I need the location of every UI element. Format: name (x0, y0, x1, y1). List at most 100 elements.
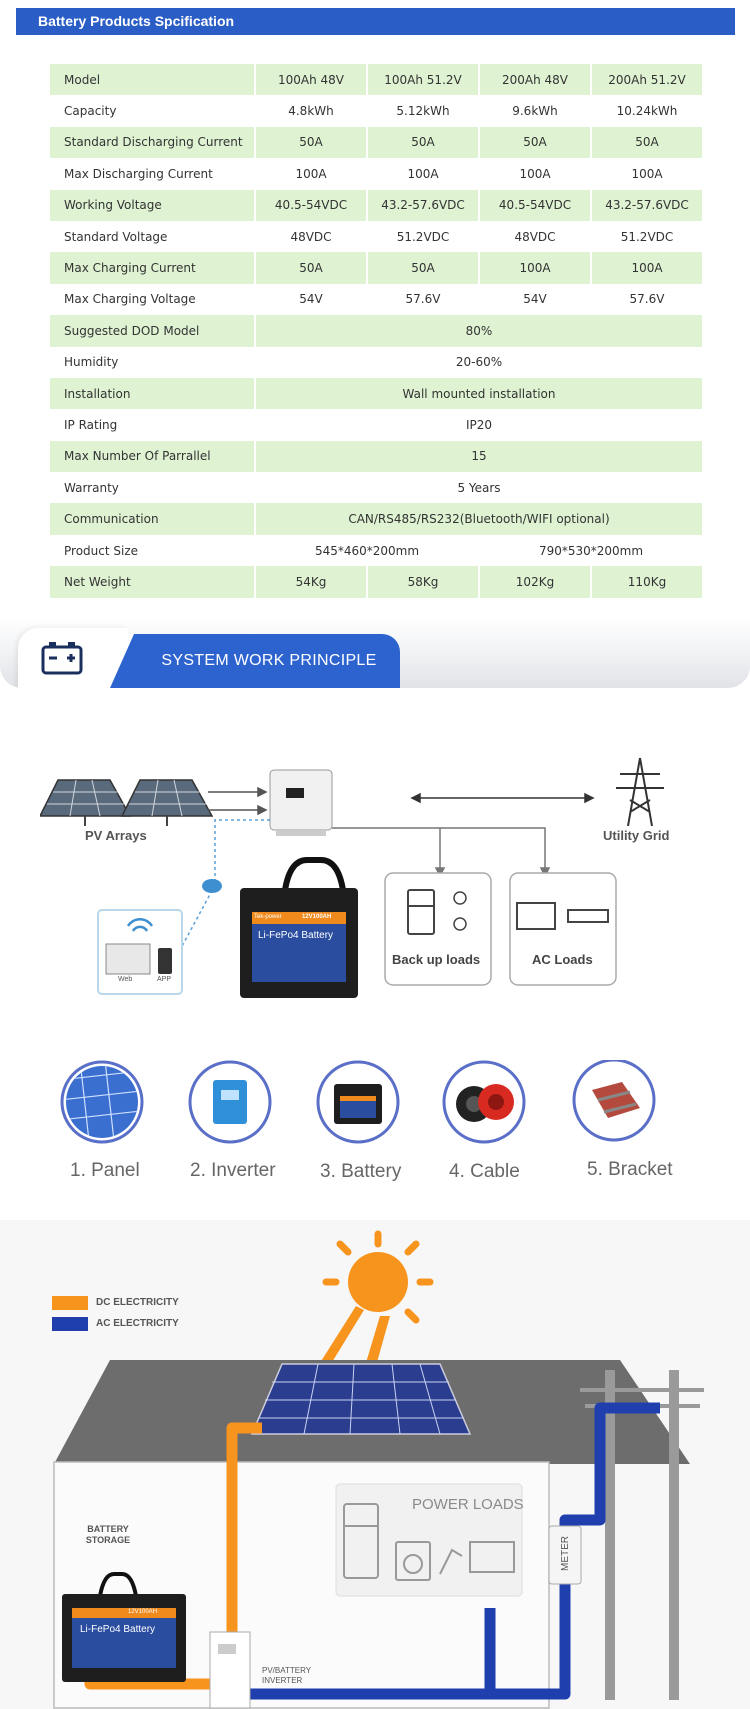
table-cell: 15 (256, 440, 702, 473)
solar-array-icon (250, 1363, 472, 1435)
table-cell: CAN/RS485/RS232(Bluetooth/WIFI optional) (256, 503, 702, 535)
battery-icon (41, 642, 83, 675)
table-cell: 40.5-54VDC (256, 189, 366, 221)
row-label: Communication (50, 503, 254, 535)
component-caption: 4. Cable (449, 1161, 520, 1182)
table-cell: 790*530*200mm (538, 543, 644, 558)
table-cell: 100A (592, 252, 702, 284)
bulb-icon (453, 891, 467, 931)
table-cell: 200Ah 48V (480, 64, 590, 96)
table-cell: 51.2VDC (620, 229, 674, 244)
row-label: Installation (50, 377, 254, 410)
meter-label: METER (560, 1536, 571, 1571)
table-cell: 48VDC (514, 229, 556, 244)
row-label: Working Voltage (50, 189, 254, 221)
table-cell: 57.6V (405, 292, 441, 307)
legend-ac: AC ELECTRICITY (96, 1318, 179, 1329)
row-label: Max Charging Current (50, 252, 254, 284)
row-label: Max Discharging Current (64, 166, 213, 181)
table-cell: 80% (256, 315, 702, 347)
legend-dc: DC ELECTRICITY (96, 1297, 179, 1308)
component-caption: 5. Bracket (587, 1159, 673, 1180)
table-cell: 43.2-57.6VDC (368, 189, 478, 221)
tv-icon (516, 902, 609, 930)
table-cell: 100A (631, 166, 663, 181)
table-cell: 50A (368, 126, 478, 159)
utility-grid-icon (616, 757, 664, 827)
battery-capacity: 12V100AH (302, 914, 332, 920)
table-cell: 50A (480, 126, 590, 159)
battery-image (240, 857, 358, 998)
pv-panel-icon (40, 779, 214, 826)
table-row: IP Rating IP20 (50, 409, 702, 440)
row-label: Humidity (64, 355, 119, 370)
table-cell: 100A (295, 166, 327, 181)
wifi-icon (126, 917, 154, 932)
section-banner: SYSTEM WORK PRINCIPLE (0, 616, 750, 688)
pv-arrays-label: PV Arrays (85, 828, 147, 843)
battery-capacity: 12V100AH (128, 1609, 158, 1615)
table-cell: 54V (299, 292, 323, 307)
table-cell: 5.12kWh (396, 104, 450, 119)
row-label: IP Rating (64, 417, 118, 432)
table-cell: 100A (480, 252, 590, 284)
table-cell: 100Ah 51.2V (368, 64, 478, 96)
table-cell: 48VDC (290, 229, 332, 244)
table-cell: 102Kg (480, 566, 590, 598)
battery-icon (316, 1060, 400, 1144)
washer-icon (395, 1541, 431, 1581)
battery-storage-label: BATTERY STORAGE (85, 1524, 131, 1545)
table-cell: 110Kg (592, 566, 702, 598)
table-cell: 58Kg (368, 566, 478, 598)
table-cell: 50A (592, 126, 702, 159)
battery-name: Li-FePo4 Battery (258, 930, 334, 941)
battery-name: Li-FePo4 Battery (80, 1624, 156, 1635)
battery-brand: Tek-power (254, 914, 282, 920)
backup-loads-label: Back up loads (392, 952, 481, 967)
table-cell: 40.5-54VDC (480, 189, 590, 221)
table-cell: 50A (368, 252, 478, 284)
table-cell: 10.24kWh (616, 104, 678, 119)
row-label: Suggested DOD Model (50, 315, 254, 347)
fridge-icon (343, 1503, 379, 1579)
table-cell: 54Kg (256, 566, 366, 598)
power-loads-label: POWER LOADS (412, 1496, 524, 1513)
row-label: Max Charging Voltage (64, 292, 196, 307)
table-cell: 100Ah 48V (256, 64, 366, 96)
table-cell: 57.6V (629, 292, 665, 307)
table-cell: 51.2VDC (396, 229, 450, 244)
table-cell: 200Ah 51.2V (592, 64, 702, 96)
table-cell: 100A (519, 166, 551, 181)
table-cell: IP20 (465, 417, 493, 432)
component-caption: 2. Inverter (190, 1160, 276, 1181)
table-cell: 4.8kWh (288, 104, 334, 119)
table-cell: Wall mounted installation (256, 377, 702, 410)
table-cell: 5 Years (457, 480, 501, 495)
row-label: Standard Discharging Current (50, 126, 254, 159)
sun-icon (318, 1230, 434, 1380)
system-diagram: PV Arrays Utility Grid Back up loads AC … (40, 740, 720, 1040)
inverter-icon (188, 1060, 272, 1144)
panel-icon (60, 1060, 144, 1144)
monitor-web-label: Web (118, 976, 133, 983)
row-label: Net Weight (50, 566, 254, 598)
cloud-icon (202, 879, 222, 893)
fridge-icon (407, 889, 435, 935)
table-cell: 54V (523, 292, 547, 307)
table-row: Max Charging Voltage 54V 57.6V 54V 57.6V (50, 284, 702, 315)
banner-title: SYSTEM WORK PRINCIPLE (110, 634, 400, 688)
battery-image (62, 1572, 186, 1682)
spec-header: Battery Products Spcification (16, 8, 735, 35)
inverter-label: PV/BATTERY INVERTER (262, 1666, 311, 1685)
row-label: Standard Voltage (64, 229, 168, 244)
